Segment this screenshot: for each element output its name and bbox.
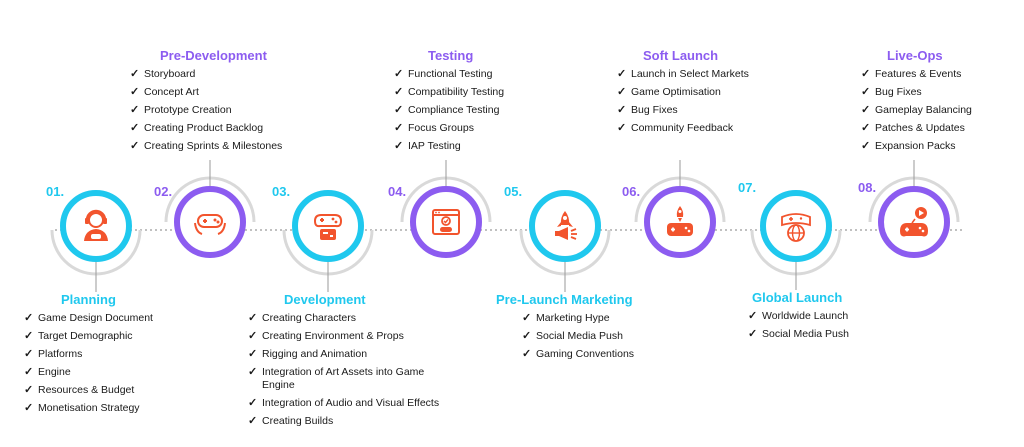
list-item: Marketing Hype [522, 312, 676, 325]
stage-number-5: 05. [504, 184, 523, 199]
stage-block-development: Development Creating Characters Creating… [248, 292, 468, 433]
stage-list-planning: Game Design Document Target Demographic … [24, 312, 224, 415]
stage-circle-4 [410, 186, 482, 258]
list-item: Game Optimisation [617, 86, 787, 99]
list-item: Community Feedback [617, 122, 787, 135]
list-item: Resources & Budget [24, 384, 224, 397]
list-item: Rigging and Animation [248, 348, 468, 361]
browser-check-icon [432, 209, 460, 235]
list-item: Storyboard [130, 68, 330, 81]
stage-list-pre-development: Storyboard Concept Art Prototype Creatio… [130, 68, 330, 153]
list-item: Game Design Document [24, 312, 224, 325]
stage-title-pre-launch-marketing: Pre-Launch Marketing [496, 292, 633, 307]
list-item: Patches & Updates [861, 122, 1011, 135]
stage-circle-6 [644, 186, 716, 258]
list-item: Functional Testing [394, 68, 554, 81]
list-item: Expansion Packs [861, 140, 1011, 153]
stage-block-global-launch: Global Launch Worldwide Launch Social Me… [748, 290, 888, 346]
gamepad-screen-icon [313, 214, 343, 240]
stage-title-testing: Testing [428, 48, 474, 63]
stage-block-planning: Planning Game Design Document Target Dem… [24, 292, 224, 420]
stage-circle-5 [529, 190, 601, 262]
stage-circle-1 [60, 190, 132, 262]
stage-number-4: 04. [388, 184, 407, 199]
stage-number-1: 01. [46, 184, 65, 199]
stage-title-pre-development: Pre-Development [160, 48, 267, 63]
list-item: Features & Events [861, 68, 1011, 81]
list-item: Monetisation Strategy [24, 402, 224, 415]
stage-circle-3 [292, 190, 364, 262]
rocket-megaphone-icon [555, 211, 577, 240]
list-item: Bug Fixes [861, 86, 1011, 99]
list-item: Launch in Select Markets [617, 68, 787, 81]
stage-number-3: 03. [272, 184, 291, 199]
stage-list-global-launch: Worldwide Launch Social Media Push [748, 310, 888, 341]
list-item: Focus Groups [394, 122, 554, 135]
list-item: Creating Sprints & Milestones [130, 140, 330, 153]
stage-block-soft-launch: Soft Launch Launch in Select Markets Gam… [617, 48, 787, 140]
list-item: Creating Environment & Props [248, 330, 468, 343]
stage-block-testing: Testing Functional Testing Compatibility… [394, 48, 554, 158]
list-item: Prototype Creation [130, 104, 330, 117]
list-item: Compatibility Testing [394, 86, 554, 99]
stage-block-pre-launch-marketing: Pre-Launch Marketing Marketing Hype Soci… [496, 292, 676, 366]
list-item: Integration of Audio and Visual Effects [248, 397, 468, 410]
list-item: Bug Fixes [617, 104, 787, 117]
stage-circle-8 [878, 186, 950, 258]
controller-play-icon [900, 207, 928, 237]
stage-title-soft-launch: Soft Launch [643, 48, 719, 63]
stage-circle-2 [174, 186, 246, 258]
stage-title-live-ops: Live-Ops [887, 48, 943, 63]
stage-list-pre-launch-marketing: Marketing Hype Social Media Push Gaming … [496, 312, 676, 361]
gamer-headset-icon [84, 209, 108, 241]
stage-block-pre-development: Pre-Development Storyboard Concept Art P… [130, 48, 330, 158]
stage-list-soft-launch: Launch in Select Markets Game Optimisati… [617, 68, 787, 135]
list-item: Gaming Conventions [522, 348, 676, 361]
list-item: Gameplay Balancing [861, 104, 1011, 117]
list-item: Target Demographic [24, 330, 224, 343]
stage-number-7: 07. [738, 180, 757, 195]
list-item: Integration of Art Assets into Game Engi… [248, 366, 427, 392]
stage-list-testing: Functional Testing Compatibility Testing… [394, 68, 554, 153]
list-item: Concept Art [130, 86, 330, 99]
stage-list-development: Creating Characters Creating Environment… [248, 312, 468, 428]
stage-title-global-launch: Global Launch [752, 290, 843, 305]
list-item: IAP Testing [394, 140, 554, 153]
hands-controller-icon [194, 214, 226, 235]
list-item: Creating Characters [248, 312, 468, 325]
stage-circle-7 [760, 190, 832, 262]
list-item: Engine [24, 366, 224, 379]
list-item: Social Media Push [748, 328, 888, 341]
list-item: Compliance Testing [394, 104, 554, 117]
list-item: Worldwide Launch [748, 310, 888, 323]
globe-controller-icon [781, 213, 811, 242]
stage-number-6: 06. [622, 184, 641, 199]
stage-number-2: 02. [154, 184, 173, 199]
stage-number-8: 08. [858, 180, 877, 195]
list-item: Creating Product Backlog [130, 122, 330, 135]
list-item: Social Media Push [522, 330, 676, 343]
rocket-console-icon [667, 206, 693, 236]
stage-list-live-ops: Features & Events Bug Fixes Gameplay Bal… [861, 68, 1011, 153]
stage-block-live-ops: Live-Ops Features & Events Bug Fixes Gam… [861, 48, 1011, 158]
stage-title-planning: Planning [61, 292, 116, 307]
stage-title-development: Development [284, 292, 366, 307]
list-item: Creating Builds [248, 415, 468, 428]
list-item: Platforms [24, 348, 224, 361]
